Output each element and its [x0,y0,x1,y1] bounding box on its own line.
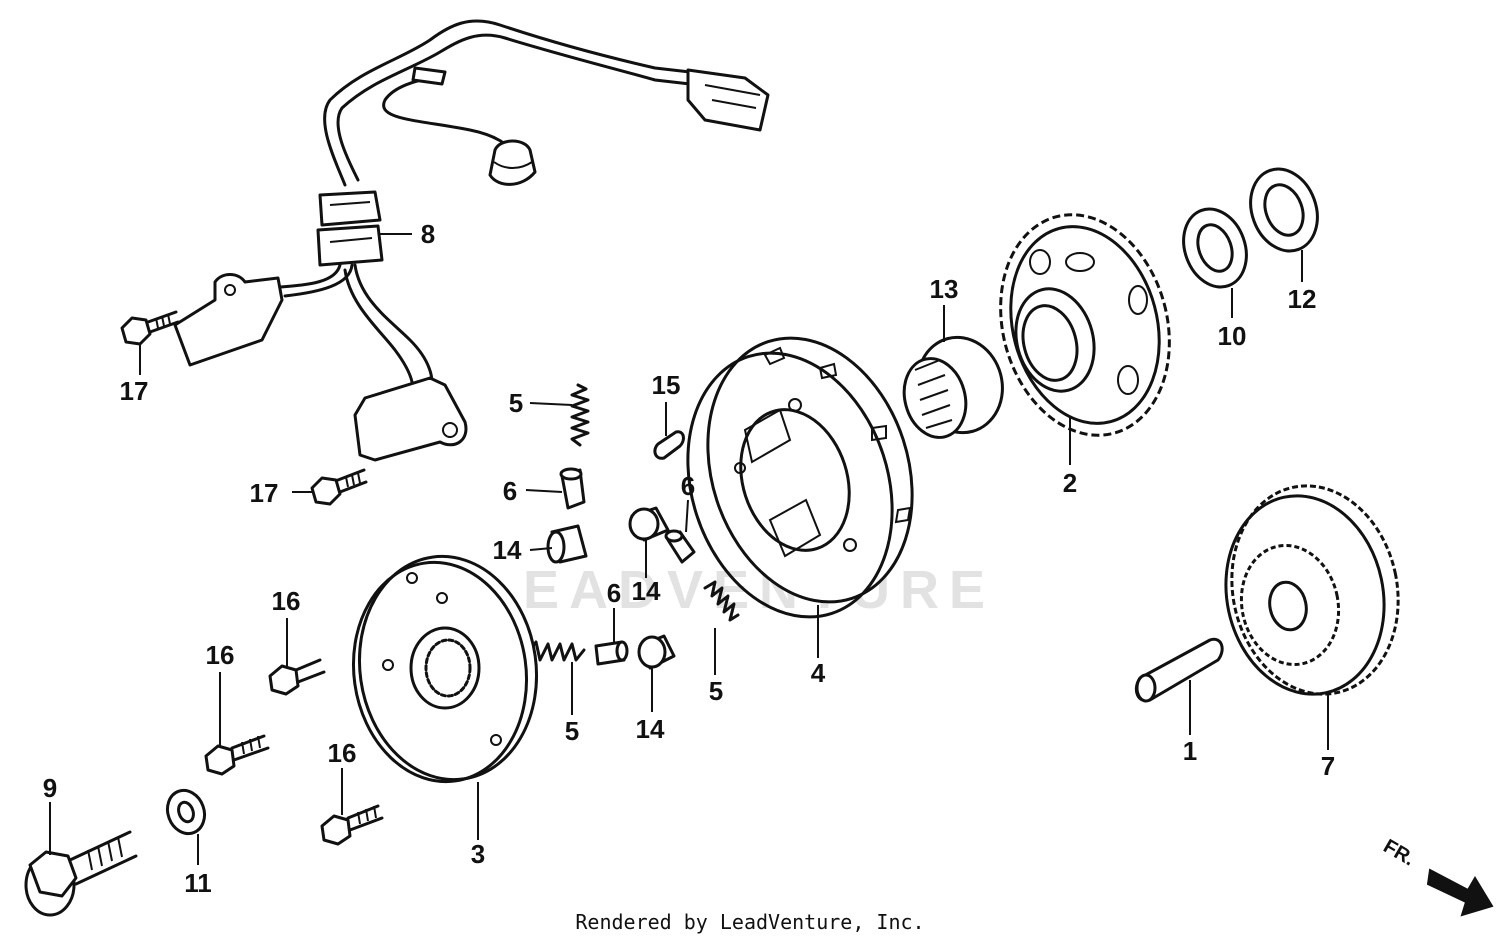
callout-14-lower: 14 [636,714,665,744]
footer-credit: Rendered by LeadVenture, Inc. [0,910,1500,934]
callout-12: 12 [1288,284,1317,314]
callout-6-lower: 6 [607,578,621,608]
part-6-plunger-lower[interactable] [594,640,629,666]
callout-5-upper: 5 [509,388,523,418]
part-8-wiring-harness[interactable] [173,19,770,462]
part-11-washer[interactable] [162,785,211,839]
part-9-flange-bolt[interactable] [24,830,138,917]
part-17-bolt-lower[interactable] [310,468,368,506]
callout-10: 10 [1218,321,1247,351]
part-12-collar[interactable] [1240,160,1329,261]
part-2-driven-sprocket[interactable] [977,196,1193,455]
part-4-starter-clutch-outer[interactable] [655,311,945,643]
leader-lines [49,233,1329,865]
callout-5-lower: 5 [565,716,579,746]
callout-9: 9 [43,773,57,803]
callout-4: 4 [811,658,826,688]
part-15-pin[interactable] [653,430,685,460]
callout-labels: 1 2 3 4 5 5 5 6 6 6 7 8 9 10 11 12 13 14… [43,219,1335,898]
callout-11: 11 [184,868,212,898]
callout-14-middle: 14 [632,576,661,606]
part-16-bolt-upper[interactable] [268,658,326,696]
direction-label: FR. [1380,835,1419,870]
callout-13: 13 [930,274,959,304]
callout-8: 8 [421,219,435,249]
callout-6-upper: 6 [503,476,517,506]
part-10-washer[interactable] [1173,200,1257,296]
part-14-roller-left[interactable] [546,524,588,564]
part-5-spring-lower[interactable] [528,640,586,662]
part-1-gear-shaft[interactable] [1134,637,1224,703]
part-3-starter-plate[interactable] [340,545,551,793]
part-17-bolt-upper[interactable] [120,310,180,346]
part-16-bolt-middle[interactable] [204,734,270,776]
part-5-spring-upper[interactable] [570,383,590,447]
part-5-spring-middle[interactable] [703,580,740,622]
part-7-idle-gear[interactable] [1208,470,1417,710]
callout-14-left: 14 [493,535,522,565]
part-14-roller-lower[interactable] [637,634,676,670]
callout-16-lower: 16 [328,738,357,768]
callout-7: 7 [1321,751,1335,781]
part-14-roller-middle[interactable] [628,506,670,542]
watermark: LEADVENTURE [480,560,995,620]
callout-15: 15 [652,370,681,400]
callout-17-upper: 17 [120,376,149,406]
callout-2: 2 [1063,468,1077,498]
callout-6-right: 6 [681,471,695,501]
part-16-bolt-lower[interactable] [320,804,384,846]
part-6-plunger-upper[interactable] [559,467,586,510]
callout-1: 1 [1183,736,1197,766]
callout-16-middle: 16 [206,640,235,670]
callout-5-middle: 5 [709,676,723,706]
callout-3: 3 [471,839,485,869]
front-direction-arrow: FR. [1380,835,1494,917]
callout-16-upper: 16 [272,586,301,616]
part-6-plunger-right[interactable] [664,529,696,564]
footer-text: Rendered by LeadVenture, Inc. [575,910,925,934]
callout-17-lower: 17 [250,478,279,508]
part-13-needle-bearing[interactable] [896,328,1013,445]
